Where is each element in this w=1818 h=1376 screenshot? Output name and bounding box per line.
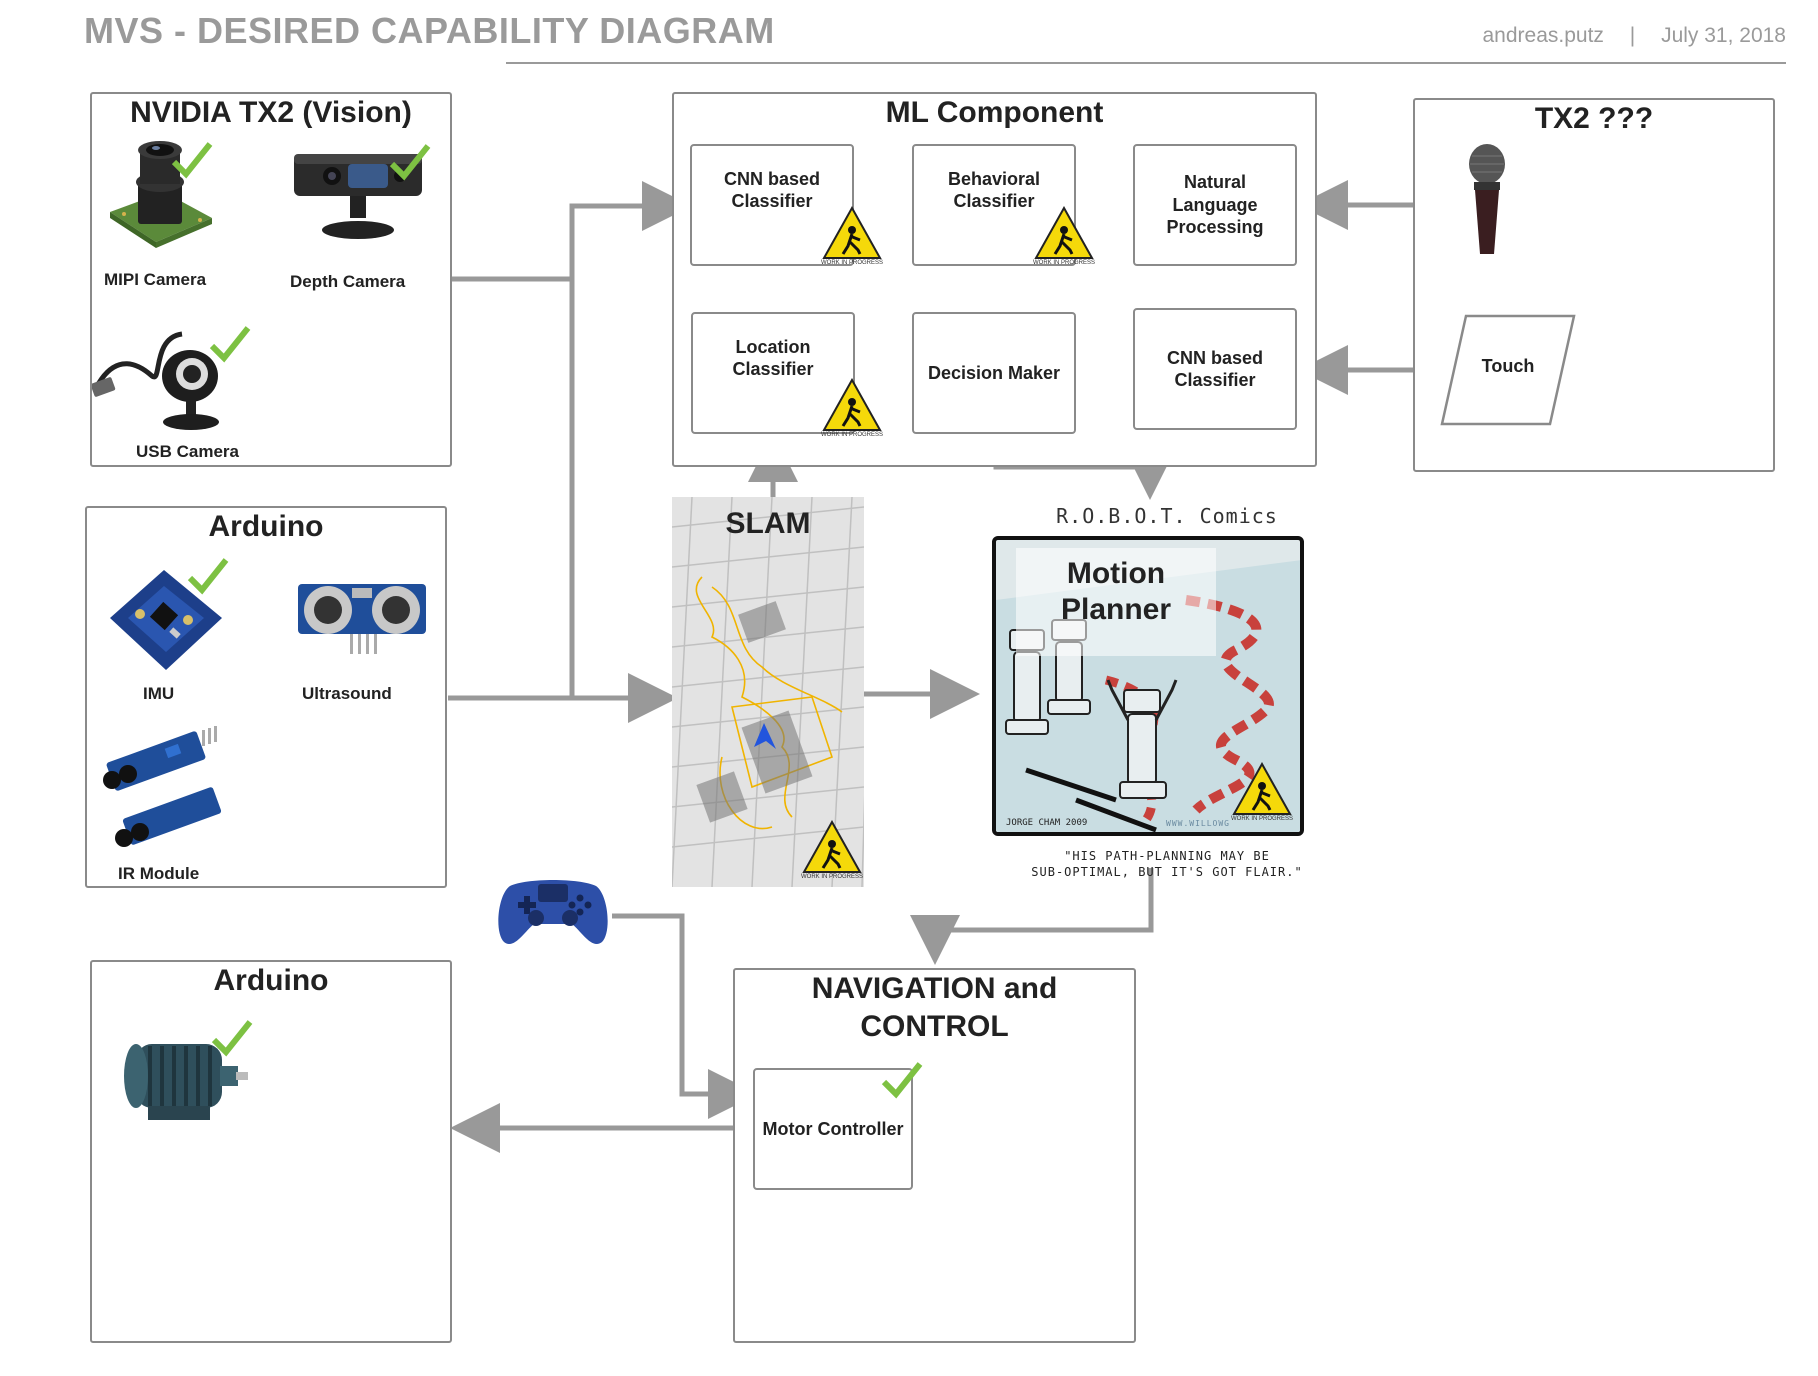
- wip-caption: WORK IN PROGRESS: [1230, 816, 1293, 822]
- wip-badge: WORK IN PROGRESS: [801, 820, 863, 886]
- diagram-meta: andreas.putz | July 31, 2018: [1472, 24, 1796, 48]
- warning-icon: [802, 820, 862, 873]
- slam-title: SLAM: [725, 507, 811, 540]
- cnn-classifier-touch-node[interactable]: CNN based Classifier: [1133, 308, 1297, 430]
- comic-caption: "HIS PATH-PLANNING MAY BE SUB-OPTIMAL, B…: [1031, 849, 1303, 880]
- meta-separator: |: [1629, 24, 1636, 47]
- ir-module-icon: [103, 726, 222, 847]
- ir-module-label: IR Module: [118, 864, 200, 883]
- header-divider: [506, 62, 1786, 64]
- gamepad-icon: [498, 880, 608, 945]
- check-mark-icon: [187, 558, 229, 595]
- behavioral-classifier-label: Behavioral Classifier: [947, 168, 1041, 212]
- navigation-title: NAVIGATION and CONTROL: [811, 972, 1058, 1043]
- comic-credit: JORGE CHAM 2009: [1006, 818, 1088, 828]
- ultrasound-label: Ultrasound: [302, 684, 392, 703]
- motor-controller-label: Motor Controller: [762, 1118, 904, 1139]
- touch-label: Touch: [1481, 356, 1535, 376]
- ml-component-title: ML Component: [885, 96, 1104, 129]
- imu-label: IMU: [143, 684, 175, 703]
- diagram-title: MVS - DESIRED CAPABILITY DIAGRAM: [84, 10, 775, 51]
- wip-caption: WORK IN PROGRESS: [800, 874, 863, 880]
- arduino-motor-title: Arduino: [213, 964, 329, 997]
- imu-board-icon: [110, 570, 222, 670]
- comic-header: R.O.B.O.T. Comics: [1056, 504, 1278, 528]
- microphone-icon: [1469, 144, 1505, 254]
- warning-icon: [1232, 762, 1292, 815]
- wip-badge: WORK IN PROGRESS: [821, 206, 883, 272]
- behavioral-classifier-node[interactable]: Behavioral Classifier: [912, 144, 1076, 266]
- slam-map-graphic: [672, 497, 864, 887]
- cnn-classifier-touch-label: CNN based Classifier: [1166, 347, 1264, 391]
- location-classifier-node[interactable]: Location Classifier: [691, 312, 855, 434]
- wip-badge: WORK IN PROGRESS: [821, 378, 883, 444]
- nlp-node[interactable]: Natural Language Processing: [1133, 144, 1297, 266]
- ultrasound-sensor-icon: [298, 584, 426, 654]
- wip-caption: WORK IN PROGRESS: [1032, 260, 1095, 266]
- wip-badge: WORK IN PROGRESS: [1033, 206, 1095, 272]
- electric-motor-icon: [124, 1044, 248, 1120]
- connector-planner-to-navigation: [910, 868, 1154, 965]
- warning-icon: [1034, 206, 1094, 259]
- diagram-date: July 31, 2018: [1661, 24, 1786, 47]
- vision-group-title: NVIDIA TX2 (Vision): [130, 96, 412, 129]
- cnn-classifier-node[interactable]: CNN based Classifier: [690, 144, 854, 266]
- wip-badge: WORK IN PROGRESS: [1231, 762, 1293, 828]
- depth-camera-icon: [294, 154, 422, 239]
- author-name: andreas.putz: [1482, 24, 1604, 47]
- tx2-group-title: TX2 ???: [1534, 102, 1654, 135]
- decision-maker-label: Decision Maker: [927, 362, 1061, 383]
- arduino-sensors-title: Arduino: [208, 510, 324, 543]
- connector-gamepad-to-controller: [612, 913, 758, 1119]
- nlp-label: Natural Language Processing: [1166, 172, 1264, 238]
- usb-camera-label: USB Camera: [136, 442, 239, 461]
- webcam-icon: [92, 331, 219, 430]
- camera-module-icon: [110, 141, 212, 248]
- wip-caption: WORK IN PROGRESS: [820, 432, 883, 438]
- arduino-motor-group: Arduino: [90, 960, 452, 1343]
- cnn-classifier-label: CNN based Classifier: [723, 168, 821, 212]
- check-mark-icon: [389, 144, 431, 181]
- depth-camera-label: Depth Camera: [290, 272, 406, 291]
- check-mark-icon: [209, 326, 251, 363]
- warning-icon: [822, 378, 882, 431]
- warning-icon: [822, 206, 882, 259]
- decision-maker-node[interactable]: Decision Maker: [912, 312, 1076, 434]
- mipi-camera-label: MIPI Camera: [104, 270, 207, 289]
- connector-bus-to-cnn: [569, 181, 692, 698]
- comic-url: WWW.WILLOWG: [1166, 819, 1230, 828]
- check-mark-icon: [211, 1020, 253, 1057]
- navigation-group: NAVIGATION and CONTROL: [733, 968, 1136, 1343]
- wip-caption: WORK IN PROGRESS: [820, 260, 883, 266]
- location-classifier-label: Location Classifier: [732, 336, 814, 380]
- slam-map: SLAM: [672, 497, 864, 887]
- check-mark-icon: [171, 142, 213, 179]
- check-mark-icon: [881, 1062, 923, 1099]
- motion-planner-title: Motion Planner: [1016, 548, 1216, 656]
- touch-shape[interactable]: [1440, 314, 1576, 426]
